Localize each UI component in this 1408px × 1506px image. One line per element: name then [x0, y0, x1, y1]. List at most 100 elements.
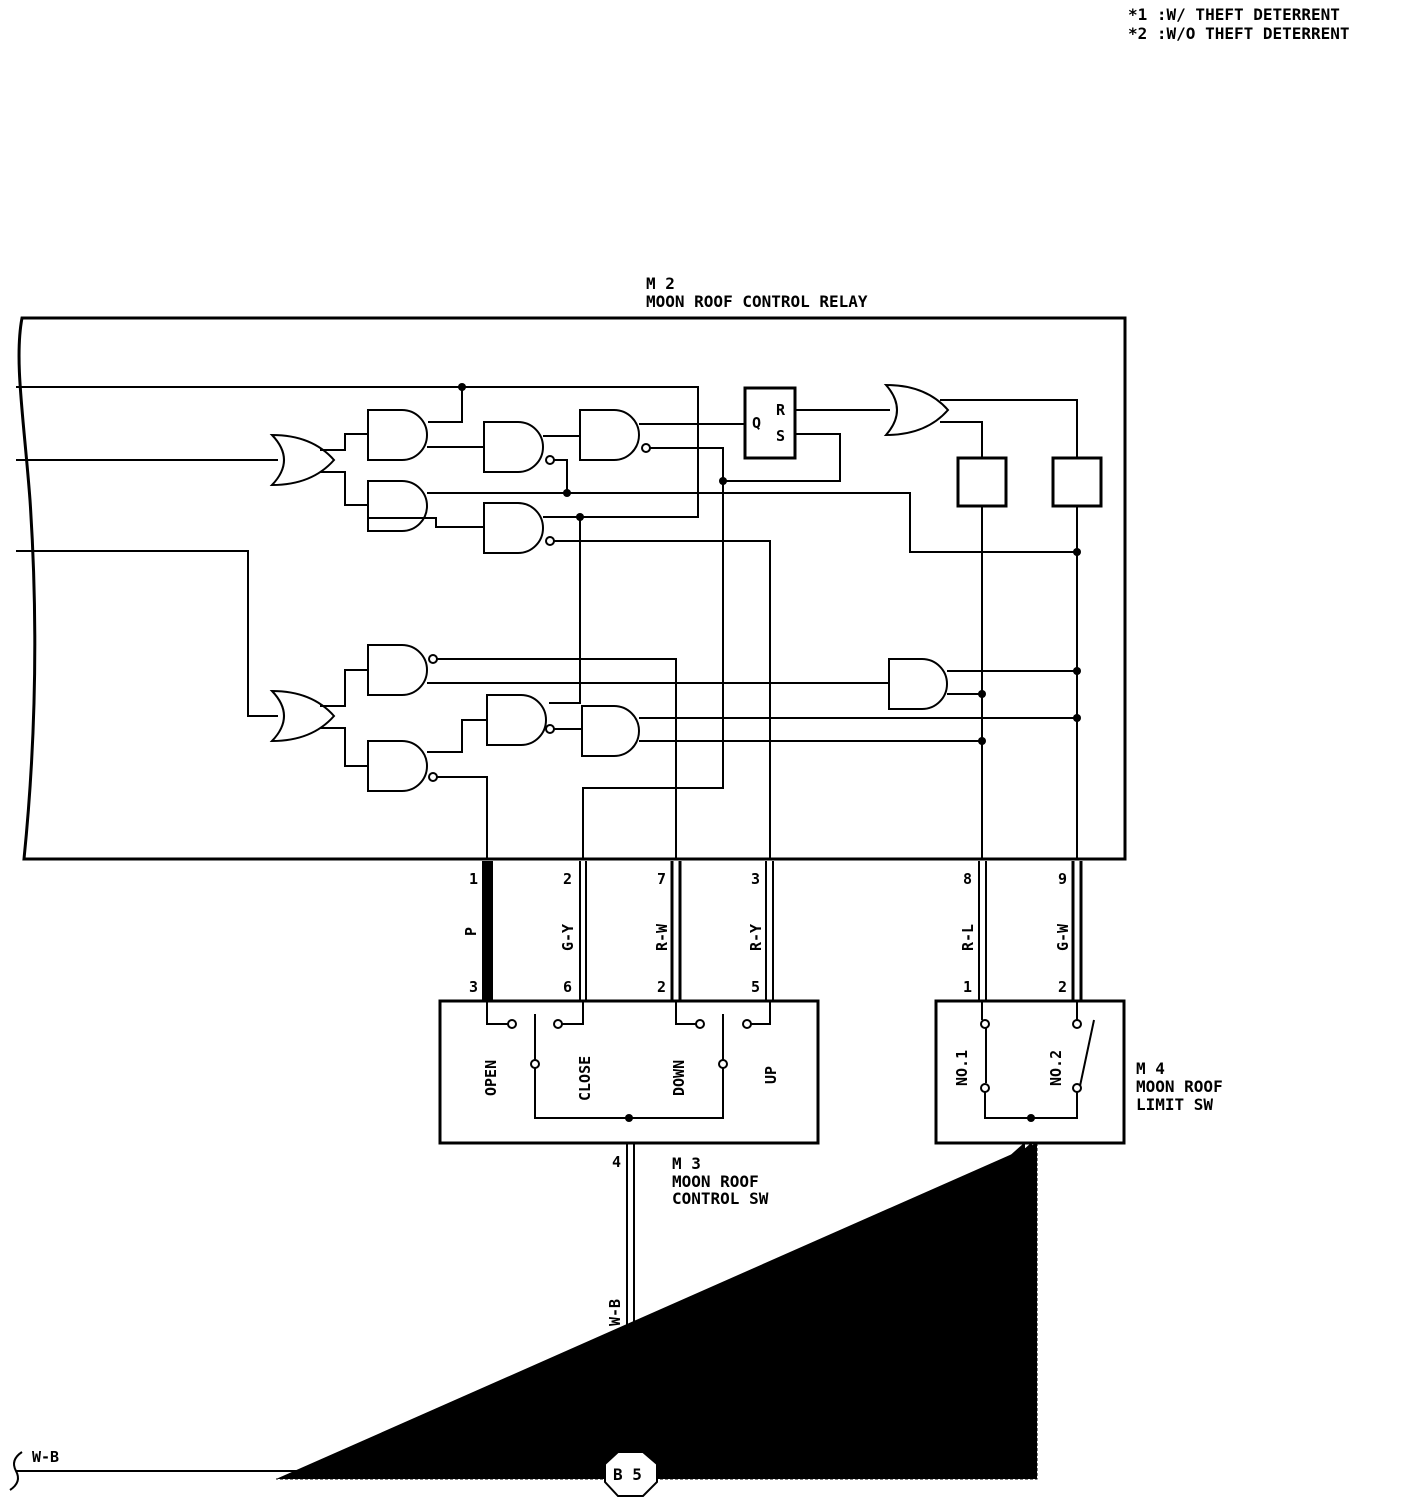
junction-dot	[978, 737, 986, 745]
wire-r-l	[978, 861, 987, 1000]
pin-limit-2: 2	[1058, 978, 1067, 996]
input-line-3	[16, 550, 278, 717]
wire-seg	[320, 433, 368, 506]
ground-shield	[276, 1143, 1038, 1480]
relay-coil-1	[956, 456, 1008, 508]
and-gate-e	[579, 409, 640, 461]
inverter-bubble	[545, 536, 555, 546]
inverter-bubble	[545, 455, 555, 465]
switch-common	[534, 1068, 724, 1119]
contact-terminal	[742, 1019, 752, 1029]
limit-sw-name-1: MOON ROOF	[1136, 1077, 1223, 1096]
pin-relay-7: 7	[657, 870, 666, 888]
limit-sw-code: M 4	[1136, 1059, 1165, 1078]
pin-sw-5: 5	[751, 978, 760, 996]
and-gate-b	[367, 480, 428, 532]
wire-seg	[639, 717, 1077, 742]
wire-up	[554, 540, 771, 859]
pin-sw-6: 6	[563, 978, 572, 996]
input-line-1	[16, 386, 699, 518]
inverter-bubble	[428, 654, 438, 664]
switch-label-down: DOWN	[670, 1060, 688, 1096]
junction-dot	[1073, 714, 1081, 722]
wire-seg	[368, 517, 484, 528]
junction-dot	[978, 690, 986, 698]
pin-relay-8: 8	[963, 870, 972, 888]
flipflop-r: R	[776, 401, 786, 419]
control-sw-pin-4: 4	[612, 1153, 621, 1171]
and-gate-j	[888, 658, 948, 710]
wire-down	[437, 658, 677, 859]
flipflop-s: S	[776, 427, 785, 445]
relay-box	[17, 316, 1127, 861]
wire-color-r-y: R-Y	[747, 924, 765, 951]
wire-seg	[751, 1001, 771, 1025]
and-gate-i	[581, 705, 640, 757]
switch-label-open: OPEN	[482, 1060, 500, 1096]
pin-sw-3: 3	[469, 978, 478, 996]
wire-p	[482, 861, 493, 1000]
control-sw-name-1: MOON ROOF	[672, 1172, 759, 1191]
pin-relay-3: 3	[751, 870, 760, 888]
wire-color-g-y: G-Y	[559, 924, 577, 951]
wire-seg	[940, 399, 1078, 458]
wire-seg	[486, 1001, 508, 1025]
inverter-bubble	[428, 772, 438, 782]
inverter-bubble	[641, 443, 651, 453]
wire-color-r-w: R-W	[653, 923, 671, 951]
wire-seg	[549, 517, 581, 704]
contact-terminal	[553, 1019, 563, 1029]
or-gate-lower	[269, 689, 336, 743]
wire-seg	[427, 719, 487, 753]
junction-dot	[625, 1114, 633, 1122]
junction-dot	[1027, 1114, 1035, 1122]
pin-limit-1: 1	[963, 978, 972, 996]
control-sw-code: M 3	[672, 1154, 701, 1173]
relay-coil-2	[1051, 456, 1103, 508]
legend-line-1: *1 :W/ THEFT DETERRENT	[1128, 5, 1340, 24]
wire-seg	[320, 669, 368, 767]
ground-label-sw: W-B	[606, 1299, 624, 1326]
contact-terminal	[507, 1019, 517, 1029]
wire-r-w	[670, 861, 682, 1000]
wire-color-p: P	[462, 927, 480, 936]
or-gate-upper	[269, 433, 336, 487]
limit-label-no2: NO.2	[1047, 1050, 1065, 1086]
legend-line-2: *2 :W/O THEFT DETERRENT	[1128, 24, 1350, 43]
relay-code: M 2	[646, 274, 675, 293]
limit-sw-name-2: LIMIT SW	[1136, 1095, 1213, 1114]
wire-seg	[554, 459, 568, 493]
pin-sw-2: 2	[657, 978, 666, 996]
limit-label-no1: NO.1	[953, 1050, 971, 1086]
junction-dot	[1073, 548, 1081, 556]
pin-relay-2: 2	[563, 870, 572, 888]
limit-no2-arm	[1079, 1019, 1095, 1087]
rs-flipflop	[743, 386, 797, 460]
and-gate-f	[367, 644, 428, 696]
and-gate-g	[367, 740, 428, 792]
switch-label-close: CLOSE	[576, 1056, 594, 1101]
switch-label-up: UP	[762, 1066, 780, 1084]
pin-relay-1: 1	[469, 870, 478, 888]
and-gate-d	[483, 502, 544, 554]
wire-g-y	[579, 861, 587, 1000]
wire-open	[437, 776, 488, 859]
wire-seg	[675, 1001, 696, 1025]
contact-terminal	[1072, 1083, 1082, 1093]
and-gate-h	[486, 694, 547, 746]
relay-name: MOON ROOF CONTROL RELAY	[646, 292, 868, 311]
or-gate-top-right	[883, 383, 950, 437]
wire-color-g-w: G-W	[1054, 923, 1072, 951]
wire-close	[582, 447, 724, 859]
and-gate-c	[483, 421, 544, 473]
wire-seg	[947, 670, 1077, 695]
ground-label-limit: W-B	[1006, 1299, 1024, 1326]
wire-seg	[427, 492, 1077, 553]
flipflop-q: Q	[752, 414, 761, 432]
contact-terminal	[695, 1019, 705, 1029]
wire-seg	[723, 433, 841, 482]
wire-r-y	[765, 861, 774, 1000]
ground-label-left: W-B	[32, 1448, 59, 1466]
